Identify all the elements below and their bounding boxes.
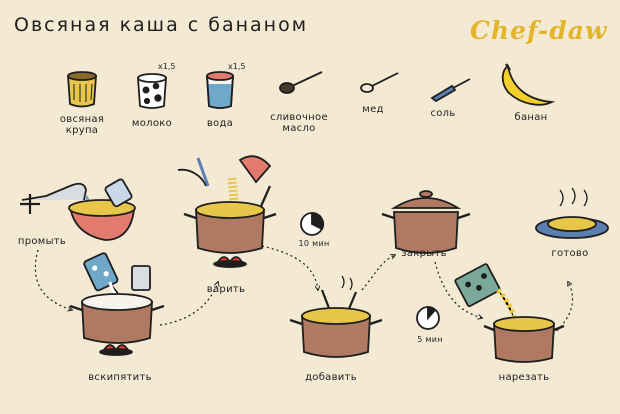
ingredient-milk-label: молоко <box>131 118 173 129</box>
arrow-cook-to-add <box>261 245 318 290</box>
flow-arrows <box>34 245 574 341</box>
honey-spoon-icon <box>360 72 399 93</box>
butter-spoon-icon <box>279 71 323 94</box>
banana-icon <box>501 63 556 106</box>
page-title: Овсяная каша с бананом <box>14 14 309 36</box>
timer-10-label: 10 мин <box>298 239 330 248</box>
ingredient-water-multiplier: x1,5 <box>228 62 246 71</box>
arrow-add-to-close <box>361 255 395 291</box>
timer-10-icon <box>300 212 325 236</box>
boil-pot-icon <box>69 252 165 356</box>
step-wash-label: промыть <box>17 236 67 247</box>
ingredient-honey-label: мед <box>362 104 384 115</box>
ingredient-water-label: вода <box>206 118 234 129</box>
arrow-boil-to-cook <box>159 282 218 326</box>
brand-logo: Chef-daw <box>470 16 608 45</box>
water-glass-icon <box>206 71 234 109</box>
salt-knife-icon <box>430 78 471 103</box>
timer-5-icon <box>416 306 440 330</box>
step-boil-label: вскипятить <box>88 372 152 383</box>
timer-5-label: 5 мин <box>417 335 443 344</box>
ingredient-salt-label: соль <box>430 108 456 119</box>
cook-pot-icon <box>177 155 277 268</box>
ingredient-milk-multiplier: x1,5 <box>158 62 176 71</box>
step-slice-label: нарезать <box>498 372 550 383</box>
closed-pot-icon <box>381 190 471 254</box>
step-ready-label: готово <box>551 248 589 259</box>
ready-plate-icon <box>535 187 609 239</box>
step-cook-label: варить <box>206 284 246 295</box>
milk-carton-icon <box>137 73 167 109</box>
oat-jar-icon <box>67 71 97 108</box>
step-close-label: закрыть <box>401 248 447 259</box>
arrow-wash-to-boil <box>34 249 72 310</box>
step-add-label: добавить <box>305 372 357 383</box>
ingredient-banana-label: банан <box>514 112 548 123</box>
slice-banana-icon <box>454 263 565 363</box>
wash-oats-icon <box>20 178 136 241</box>
arrow-close-to-slice <box>434 261 482 318</box>
add-pot-icon <box>289 275 383 358</box>
